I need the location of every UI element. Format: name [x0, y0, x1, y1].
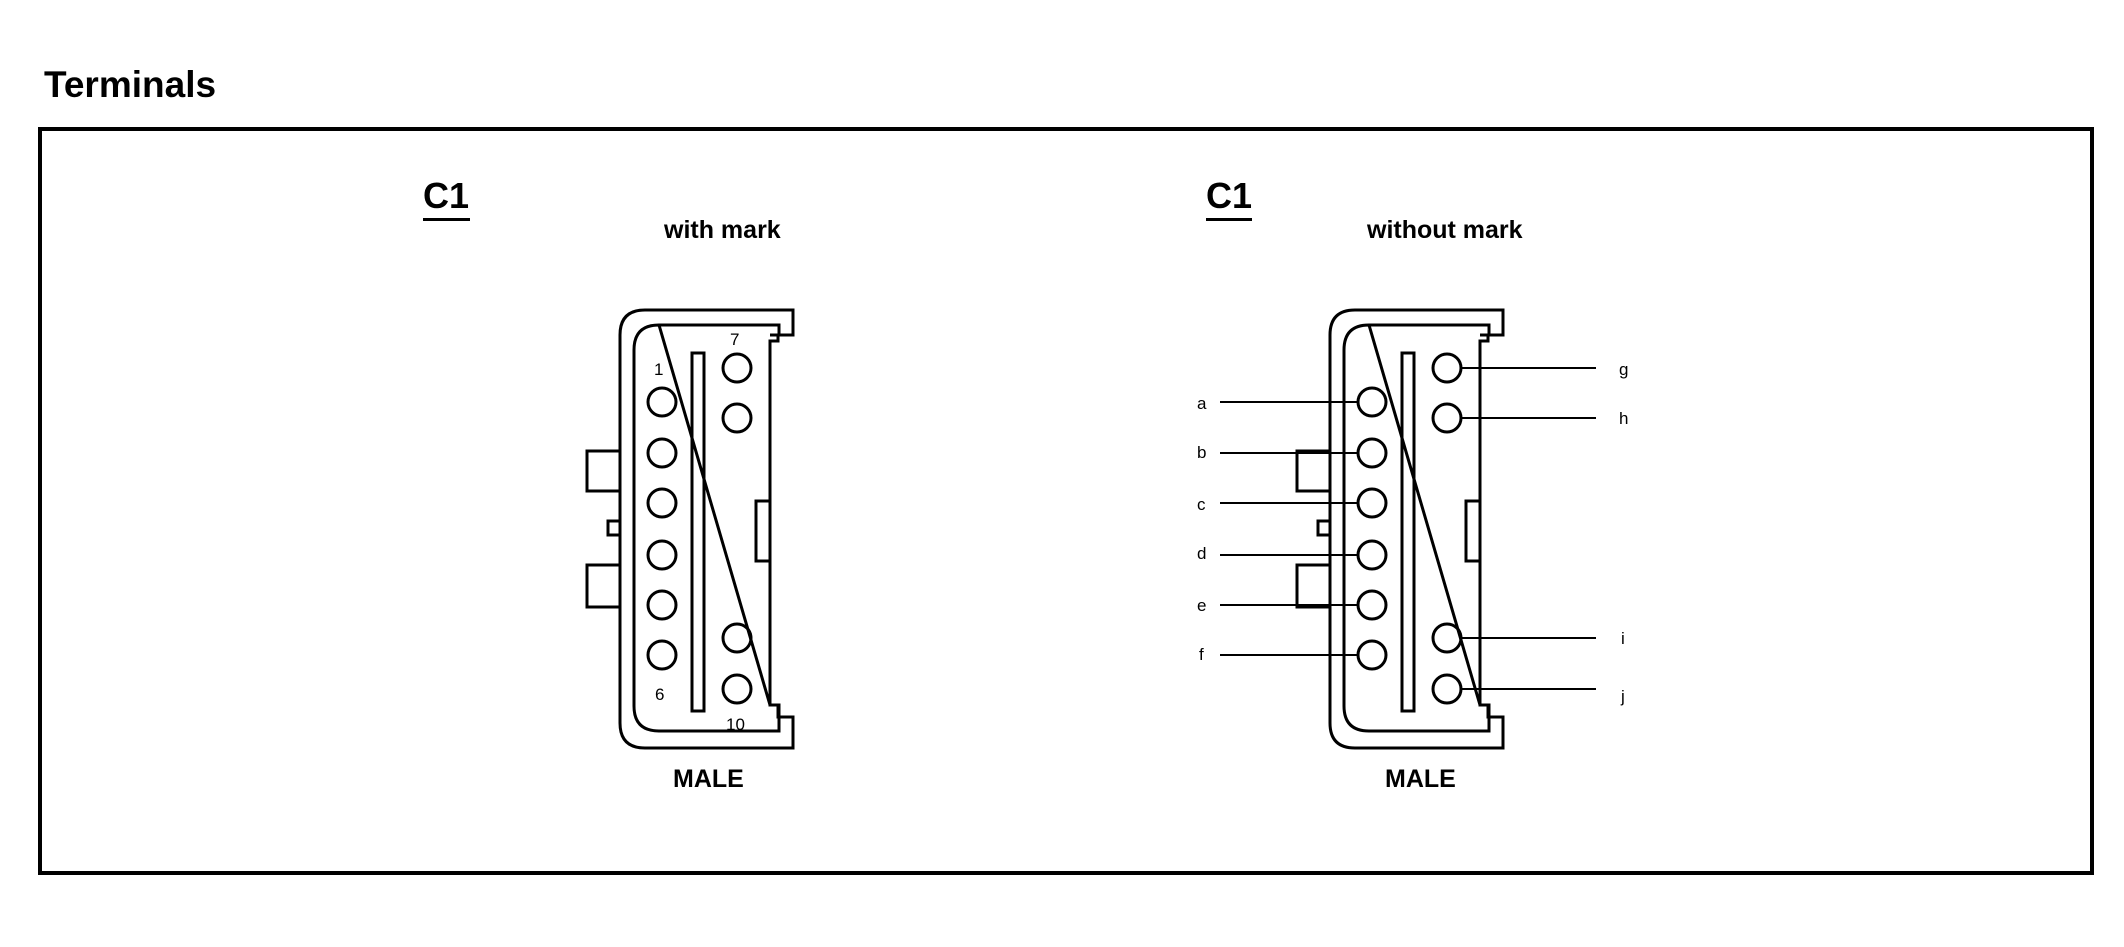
connector-note-right: without mark [1367, 216, 1523, 244]
connector-gender-left: MALE [673, 765, 744, 793]
pin-label-d: d [1197, 544, 1207, 563]
connector-id-right: C1 [1206, 175, 1253, 216]
pin-holes-left [646, 352, 753, 705]
pin-label-j: j [1621, 687, 1625, 706]
page-title: Terminals [44, 64, 217, 105]
pin-label-b: b [1197, 443, 1207, 462]
connector-note-left: with mark [664, 216, 781, 244]
pin-number-6: 6 [655, 685, 665, 704]
pin-label-a: a [1197, 394, 1207, 413]
pin-label-e: e [1197, 596, 1207, 615]
pin-label-g: g [1619, 360, 1629, 379]
pin-label-f: f [1199, 645, 1204, 664]
connector-body-left [585, 308, 795, 750]
terminals-frame [38, 127, 2094, 875]
pin-number-1: 1 [654, 360, 664, 379]
connector-id-underline-right [1206, 218, 1252, 221]
pin-label-i: i [1621, 629, 1625, 648]
pin-number-7: 7 [730, 330, 740, 349]
pin-number-10: 10 [726, 715, 745, 734]
pin-label-h: h [1619, 409, 1629, 428]
pin-label-c: c [1197, 495, 1206, 514]
connector-id-underline-left [423, 218, 470, 221]
connector-gender-right: MALE [1385, 765, 1456, 793]
connector-id-left: C1 [423, 175, 470, 216]
connector-body-right [1295, 308, 1505, 750]
